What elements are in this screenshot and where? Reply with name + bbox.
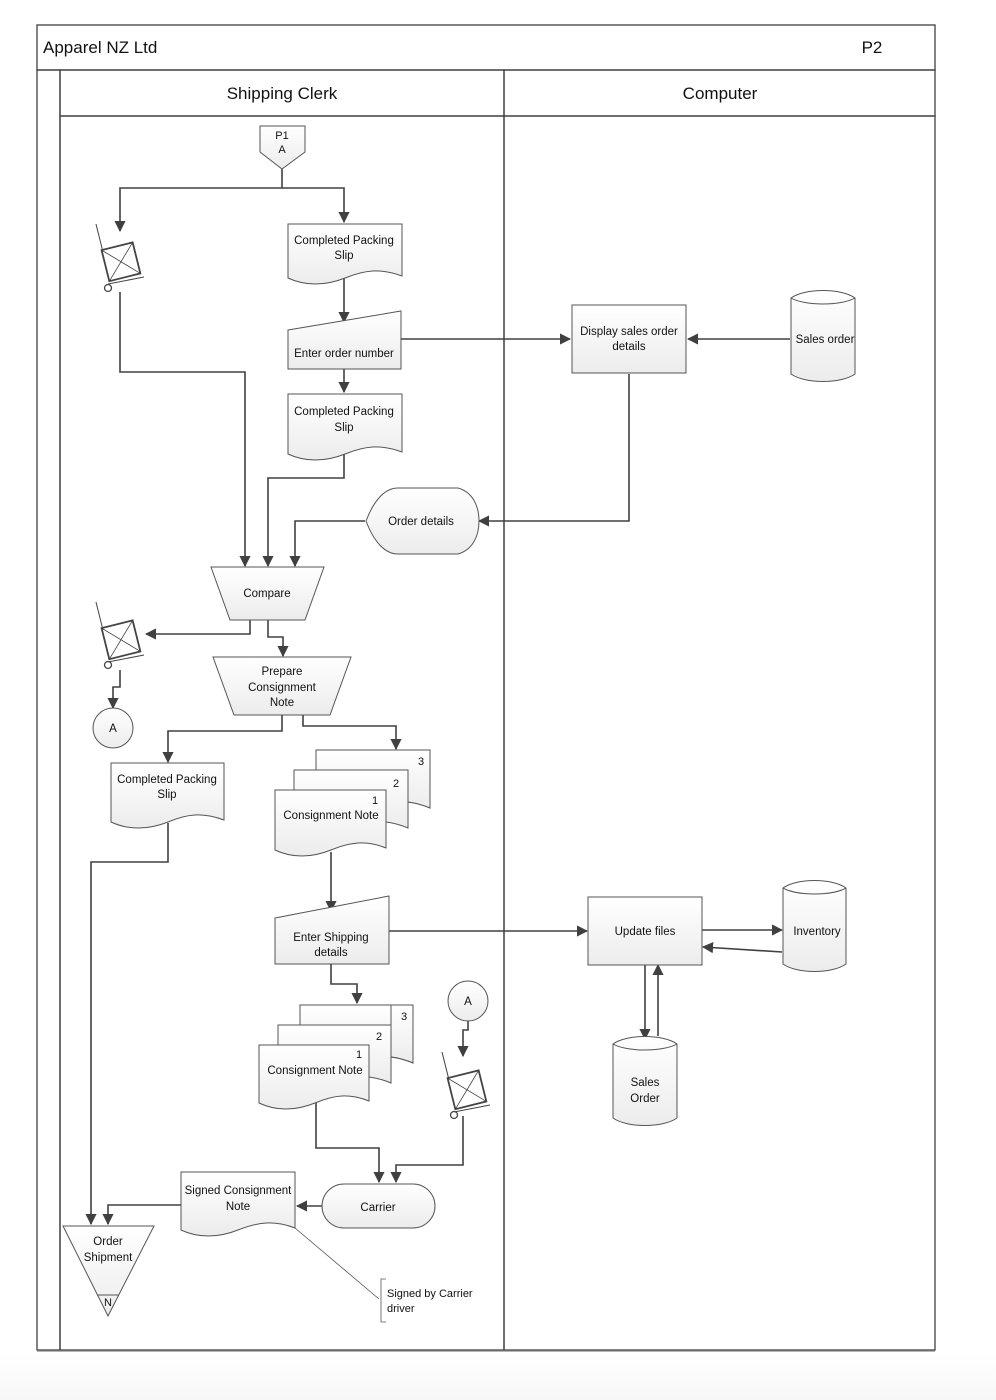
svg-text:Sales: Sales bbox=[631, 1077, 660, 1089]
temporary-file-icon bbox=[95, 601, 145, 670]
svg-text:2: 2 bbox=[393, 778, 399, 790]
offpage-label-connector: A bbox=[278, 144, 286, 156]
offpage-connector-p1-a: P1 A bbox=[259, 125, 306, 170]
svg-text:details: details bbox=[314, 947, 347, 959]
svg-text:1: 1 bbox=[356, 1049, 362, 1061]
connector-p1-to-file1 bbox=[114, 168, 283, 233]
connector-inventory-to-update bbox=[701, 942, 783, 954]
pool-side-bar bbox=[36, 69, 61, 1351]
svg-text:Carrier: Carrier bbox=[360, 1202, 395, 1214]
svg-text:Order: Order bbox=[93, 1236, 123, 1248]
connector-enter-shipping-to-consignment2 bbox=[330, 964, 363, 1005]
manual-input-enter-order-number: Enter order number bbox=[287, 310, 402, 370]
connector-file1-to-compare bbox=[119, 292, 251, 568]
svg-text:Update files: Update files bbox=[615, 926, 676, 938]
connector-circle-a-in: A bbox=[447, 980, 489, 1022]
connector-circle-a-out: A bbox=[92, 707, 134, 749]
svg-text:3: 3 bbox=[401, 1011, 407, 1023]
svg-text:Order details: Order details bbox=[388, 516, 454, 528]
swimlane-frame: Apparel NZ Ltd P2 Shipping Clerk Compute… bbox=[36, 24, 936, 1352]
svg-text:driver: driver bbox=[387, 1303, 415, 1315]
svg-text:3: 3 bbox=[418, 756, 424, 768]
connector-file2-to-a bbox=[107, 670, 121, 710]
svg-text:1: 1 bbox=[372, 795, 378, 807]
svg-text:Slip: Slip bbox=[334, 422, 353, 434]
svg-text:Slip: Slip bbox=[157, 789, 176, 801]
svg-text:Inventory: Inventory bbox=[793, 926, 841, 938]
svg-text:Enter order number: Enter order number bbox=[294, 348, 394, 360]
svg-text:Consignment Note: Consignment Note bbox=[267, 1065, 362, 1077]
offpage-label-page: P1 bbox=[275, 130, 288, 142]
connector-prepare-to-slip3 bbox=[162, 715, 283, 764]
process-update-files: Update files bbox=[587, 896, 703, 966]
connector-order-details-to-compare bbox=[289, 520, 365, 568]
connectors bbox=[85, 168, 790, 1300]
connector-prepare-to-consignment bbox=[302, 715, 402, 751]
lane-title-shipping-clerk: Shipping Clerk bbox=[227, 84, 338, 103]
pool-header bbox=[36, 24, 936, 71]
connector-compare-to-prepare bbox=[267, 620, 289, 658]
database-sales-order: Sales order bbox=[790, 290, 856, 382]
connector-file3-to-carrier bbox=[390, 1116, 464, 1184]
connector-consignment2-to-carrier bbox=[315, 1100, 385, 1184]
annotation-leader-line bbox=[294, 1227, 380, 1300]
temporary-file-icon bbox=[441, 1051, 491, 1120]
manual-input-enter-shipping-details: Enter Shipping details bbox=[274, 895, 390, 965]
svg-text:Consignment Note: Consignment Note bbox=[283, 810, 378, 822]
svg-text:Signed Consignment: Signed Consignment bbox=[185, 1185, 293, 1197]
lane-computer bbox=[503, 115, 936, 1351]
offline-file-order-shipment: Order Shipment N bbox=[62, 1225, 155, 1318]
svg-text:Order: Order bbox=[630, 1093, 660, 1105]
multi-document-consignment-note-2: 3 2 1 Consignment Note bbox=[258, 1004, 414, 1110]
document-completed-packing-slip-1: Completed Packing Slip bbox=[287, 223, 403, 285]
connector-a-to-file3 bbox=[457, 1020, 469, 1058]
connector-slip2-to-compare bbox=[262, 452, 345, 568]
database-inventory: Inventory bbox=[782, 880, 847, 972]
connector-signed-note-to-order-shipment bbox=[102, 1204, 181, 1226]
page-label: P2 bbox=[862, 38, 883, 57]
svg-text:A: A bbox=[109, 723, 117, 735]
svg-text:Prepare: Prepare bbox=[262, 666, 303, 678]
document-completed-packing-slip-2: Completed Packing Slip bbox=[287, 393, 403, 461]
pool-title: Apparel NZ Ltd bbox=[43, 38, 157, 57]
connector-slip3-to-order-shipment bbox=[85, 823, 169, 1226]
sort-order-label: N bbox=[104, 1297, 112, 1309]
multi-document-consignment-note-1: 3 2 1 Consignment Note bbox=[274, 749, 431, 857]
document-signed-consignment-note: Signed Consignment Note bbox=[180, 1171, 296, 1237]
annotation-signed-by-carrier: Signed by Carrier driver bbox=[380, 1278, 473, 1323]
svg-text:Note: Note bbox=[270, 697, 294, 709]
svg-text:Completed Packing: Completed Packing bbox=[117, 774, 217, 786]
connector-p1-to-slip1 bbox=[282, 187, 350, 224]
svg-text:A: A bbox=[464, 996, 472, 1008]
svg-text:Sales order: Sales order bbox=[796, 334, 855, 346]
manual-operation-prepare-consignment-note: Prepare Consignment Note bbox=[212, 656, 352, 716]
svg-text:Note: Note bbox=[226, 1201, 250, 1213]
svg-text:Completed Packing: Completed Packing bbox=[294, 235, 394, 247]
process-display-sales-order-details: Display sales order details bbox=[571, 304, 687, 374]
svg-text:Signed by Carrier: Signed by Carrier bbox=[387, 1288, 473, 1300]
terminator-carrier: Carrier bbox=[321, 1183, 436, 1229]
manual-operation-compare: Compare bbox=[210, 566, 325, 621]
connector-compare-to-file2 bbox=[144, 620, 251, 640]
svg-text:Consignment: Consignment bbox=[248, 682, 317, 694]
temporary-file-icon bbox=[95, 223, 145, 293]
svg-text:Completed Packing: Completed Packing bbox=[294, 406, 394, 418]
display-order-details: Order details bbox=[365, 487, 480, 555]
svg-text:details: details bbox=[612, 341, 645, 353]
connector-display-to-order-details bbox=[477, 374, 630, 527]
database-sales-order-2: Sales Order bbox=[612, 1036, 678, 1126]
svg-text:Enter Shipping: Enter Shipping bbox=[293, 932, 368, 944]
lane-title-computer: Computer bbox=[683, 84, 758, 103]
svg-text:Display sales order: Display sales order bbox=[580, 326, 678, 338]
svg-text:Slip: Slip bbox=[334, 250, 353, 262]
document-completed-packing-slip-3: Completed Packing Slip bbox=[110, 762, 225, 829]
svg-text:2: 2 bbox=[376, 1031, 382, 1043]
svg-text:Compare: Compare bbox=[243, 588, 290, 600]
svg-text:Shipment: Shipment bbox=[84, 1252, 133, 1264]
